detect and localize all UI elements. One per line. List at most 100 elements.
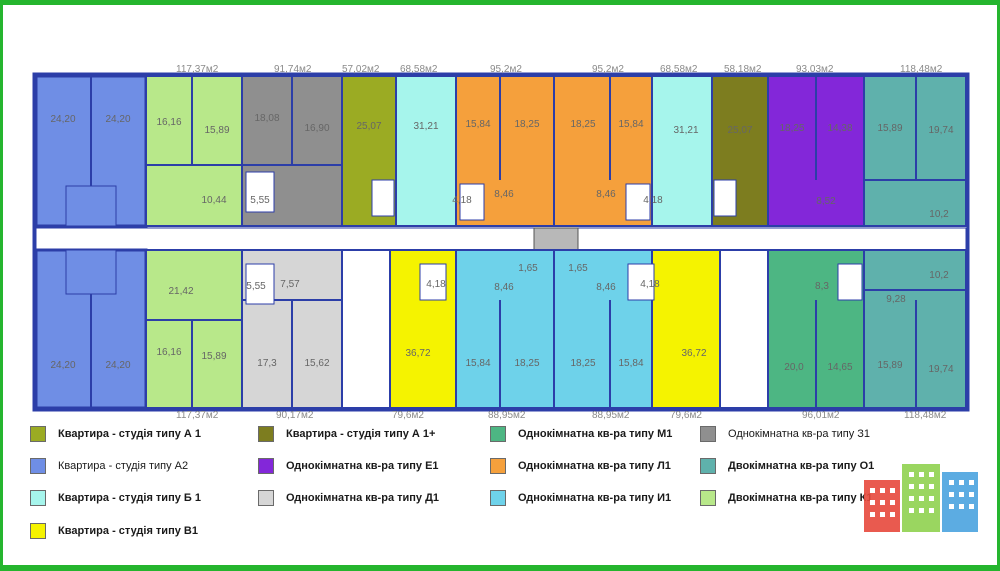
- room-label: 18,25: [514, 119, 539, 130]
- area-top-3: 57,02м2: [342, 64, 380, 75]
- legend-swatch: [30, 490, 46, 506]
- legend-label: Квартира - студія типу В1: [58, 525, 198, 537]
- legend-item-A1: Квартира - студія типу А 1: [30, 425, 201, 443]
- legend-item-E1: Однокімнатна кв-ра типу Е1: [258, 457, 439, 475]
- room-label: 8,3: [815, 281, 829, 292]
- right-border: [997, 0, 1000, 571]
- legend-item-M1: Однокімнатна кв-ра типу М1: [490, 425, 672, 443]
- area-bottom-7: 96,01м2: [802, 410, 840, 420]
- room-label: 15,84: [618, 119, 643, 130]
- legend-swatch: [30, 426, 46, 442]
- buildings-logo: [864, 464, 978, 532]
- room-label: 24,20: [50, 114, 75, 125]
- apartment-K1-bottom: [145, 249, 243, 409]
- top-area-labels: 117,37м2 91,74м2 57,02м2 68,58м2 95,2м2 …: [176, 64, 943, 75]
- room-label: 15,84: [465, 358, 490, 369]
- area-bottom-3: 79,6м2: [392, 410, 424, 420]
- room-label: 8,46: [596, 189, 616, 200]
- legend-swatch: [700, 490, 716, 506]
- room-label: 8,46: [494, 282, 514, 293]
- room-label: 15,84: [618, 358, 643, 369]
- room-label: 20,0: [784, 362, 804, 373]
- left-border: [0, 0, 3, 571]
- room-label: 15,89: [877, 360, 902, 371]
- legend-item-V1: Квартира - студія типу В1: [30, 522, 198, 540]
- room-label: 24,20: [105, 114, 130, 125]
- legend-item-A2: Квартира - студія типу А2: [30, 457, 188, 475]
- legend-label: Однокімнатна кв-ра типу Е1: [286, 460, 439, 472]
- room-label: 9,28: [886, 294, 906, 305]
- room-label: 15,89: [201, 351, 226, 362]
- area-top-5: 95,2м2: [490, 64, 522, 75]
- legend-label: Квартира - студія типу Б 1: [58, 492, 201, 504]
- legend-label: Квартира - студія типу А2: [58, 460, 189, 472]
- legend-item-O1: Двокімнатна кв-ра типу О1: [700, 457, 874, 475]
- room-label: 4,18: [426, 279, 446, 290]
- room-label: 18,25: [514, 358, 539, 369]
- room-label: 25,07: [356, 121, 381, 132]
- room-label: 15,62: [304, 358, 329, 369]
- bottom-area-labels: 117,37м2 90,17м2 79,6м2 88,95м2 88,95м2 …: [176, 410, 947, 420]
- room-label: 17,3: [257, 358, 277, 369]
- room-label: 18,25: [779, 123, 804, 134]
- room-label: 18,25: [570, 119, 595, 130]
- legend-label: Однокімнатна кв-ра типу З1: [728, 428, 871, 440]
- room-label: 5,55: [246, 281, 266, 292]
- room-labels: 24,20 24,20 16,16 15,89 10,44 18,08 16,9…: [50, 113, 953, 375]
- room-label: 16,16: [156, 347, 181, 358]
- floor-plan: 117,37м2 91,74м2 57,02м2 68,58м2 95,2м2 …: [32, 64, 970, 420]
- room-label: 15,89: [204, 125, 229, 136]
- room-label: 19,74: [928, 364, 953, 375]
- apartment-V1-bottom-right: [651, 249, 721, 409]
- room-label: 8,46: [596, 282, 616, 293]
- legend-swatch: [700, 458, 716, 474]
- legend-swatch: [490, 490, 506, 506]
- room-label: 8,46: [494, 189, 514, 200]
- top-row-apartments: [34, 74, 967, 228]
- legend-swatch: [30, 523, 46, 539]
- room-label: 16,90: [304, 123, 329, 134]
- top-border: [0, 0, 1000, 5]
- room-label: 1,65: [518, 263, 538, 274]
- bottom-border: [0, 565, 1000, 571]
- apartment-B1-top-left: [395, 75, 457, 227]
- area-top-4: 68,58м2: [400, 64, 438, 75]
- room-label: 31,21: [673, 125, 698, 136]
- legend-swatch: [258, 458, 274, 474]
- area-top-6: 95,2м2: [592, 64, 624, 75]
- room-label: 10,44: [201, 195, 226, 206]
- area-bottom-6: 79,6м2: [670, 410, 702, 420]
- room-label: 14,65: [827, 362, 852, 373]
- legend-label: Однокімнатна кв-ра типу Л1: [518, 460, 671, 472]
- room-label: 5,55: [250, 195, 270, 206]
- legend-swatch: [258, 426, 274, 442]
- room-label: 36,72: [405, 348, 430, 359]
- room-label: 10,2: [929, 270, 949, 281]
- room-label: 15,89: [877, 123, 902, 134]
- room-label: 14,38: [827, 123, 852, 134]
- area-bottom-4: 88,95м2: [488, 410, 526, 420]
- room-label: 24,20: [50, 360, 75, 371]
- room-label: 4,18: [640, 279, 660, 290]
- room-label: 18,08: [254, 113, 279, 124]
- room-label: 4,18: [452, 195, 472, 206]
- bathrooms: [65, 171, 863, 305]
- legend-label: Двокімнатна кв-ра типу К1: [728, 492, 873, 504]
- legend-label: Квартира - студія типу А 1+: [286, 428, 436, 440]
- legend-item-D1: Однокімнатна кв-ра типу Д1: [258, 489, 439, 507]
- apartment-B1-top-right: [651, 75, 713, 227]
- area-top-9: 93,03м2: [796, 64, 834, 75]
- room-label: 25,07: [727, 125, 752, 136]
- room-label: 8,52: [816, 196, 836, 207]
- legend-label: Квартира - студія типу А 1: [58, 428, 202, 440]
- area-top-1: 117,37м2: [176, 64, 219, 75]
- legend-swatch: [258, 490, 274, 506]
- room-label: 24,20: [105, 360, 130, 371]
- legend-swatch: [700, 426, 716, 442]
- area-bottom-5: 88,95м2: [592, 410, 630, 420]
- elevator-shaft: [533, 227, 579, 251]
- legend-swatch: [490, 426, 506, 442]
- legend-label: Однокімнатна кв-ра типу И1: [518, 492, 672, 504]
- room-label: 18,25: [570, 358, 595, 369]
- room-label: 16,16: [156, 117, 181, 128]
